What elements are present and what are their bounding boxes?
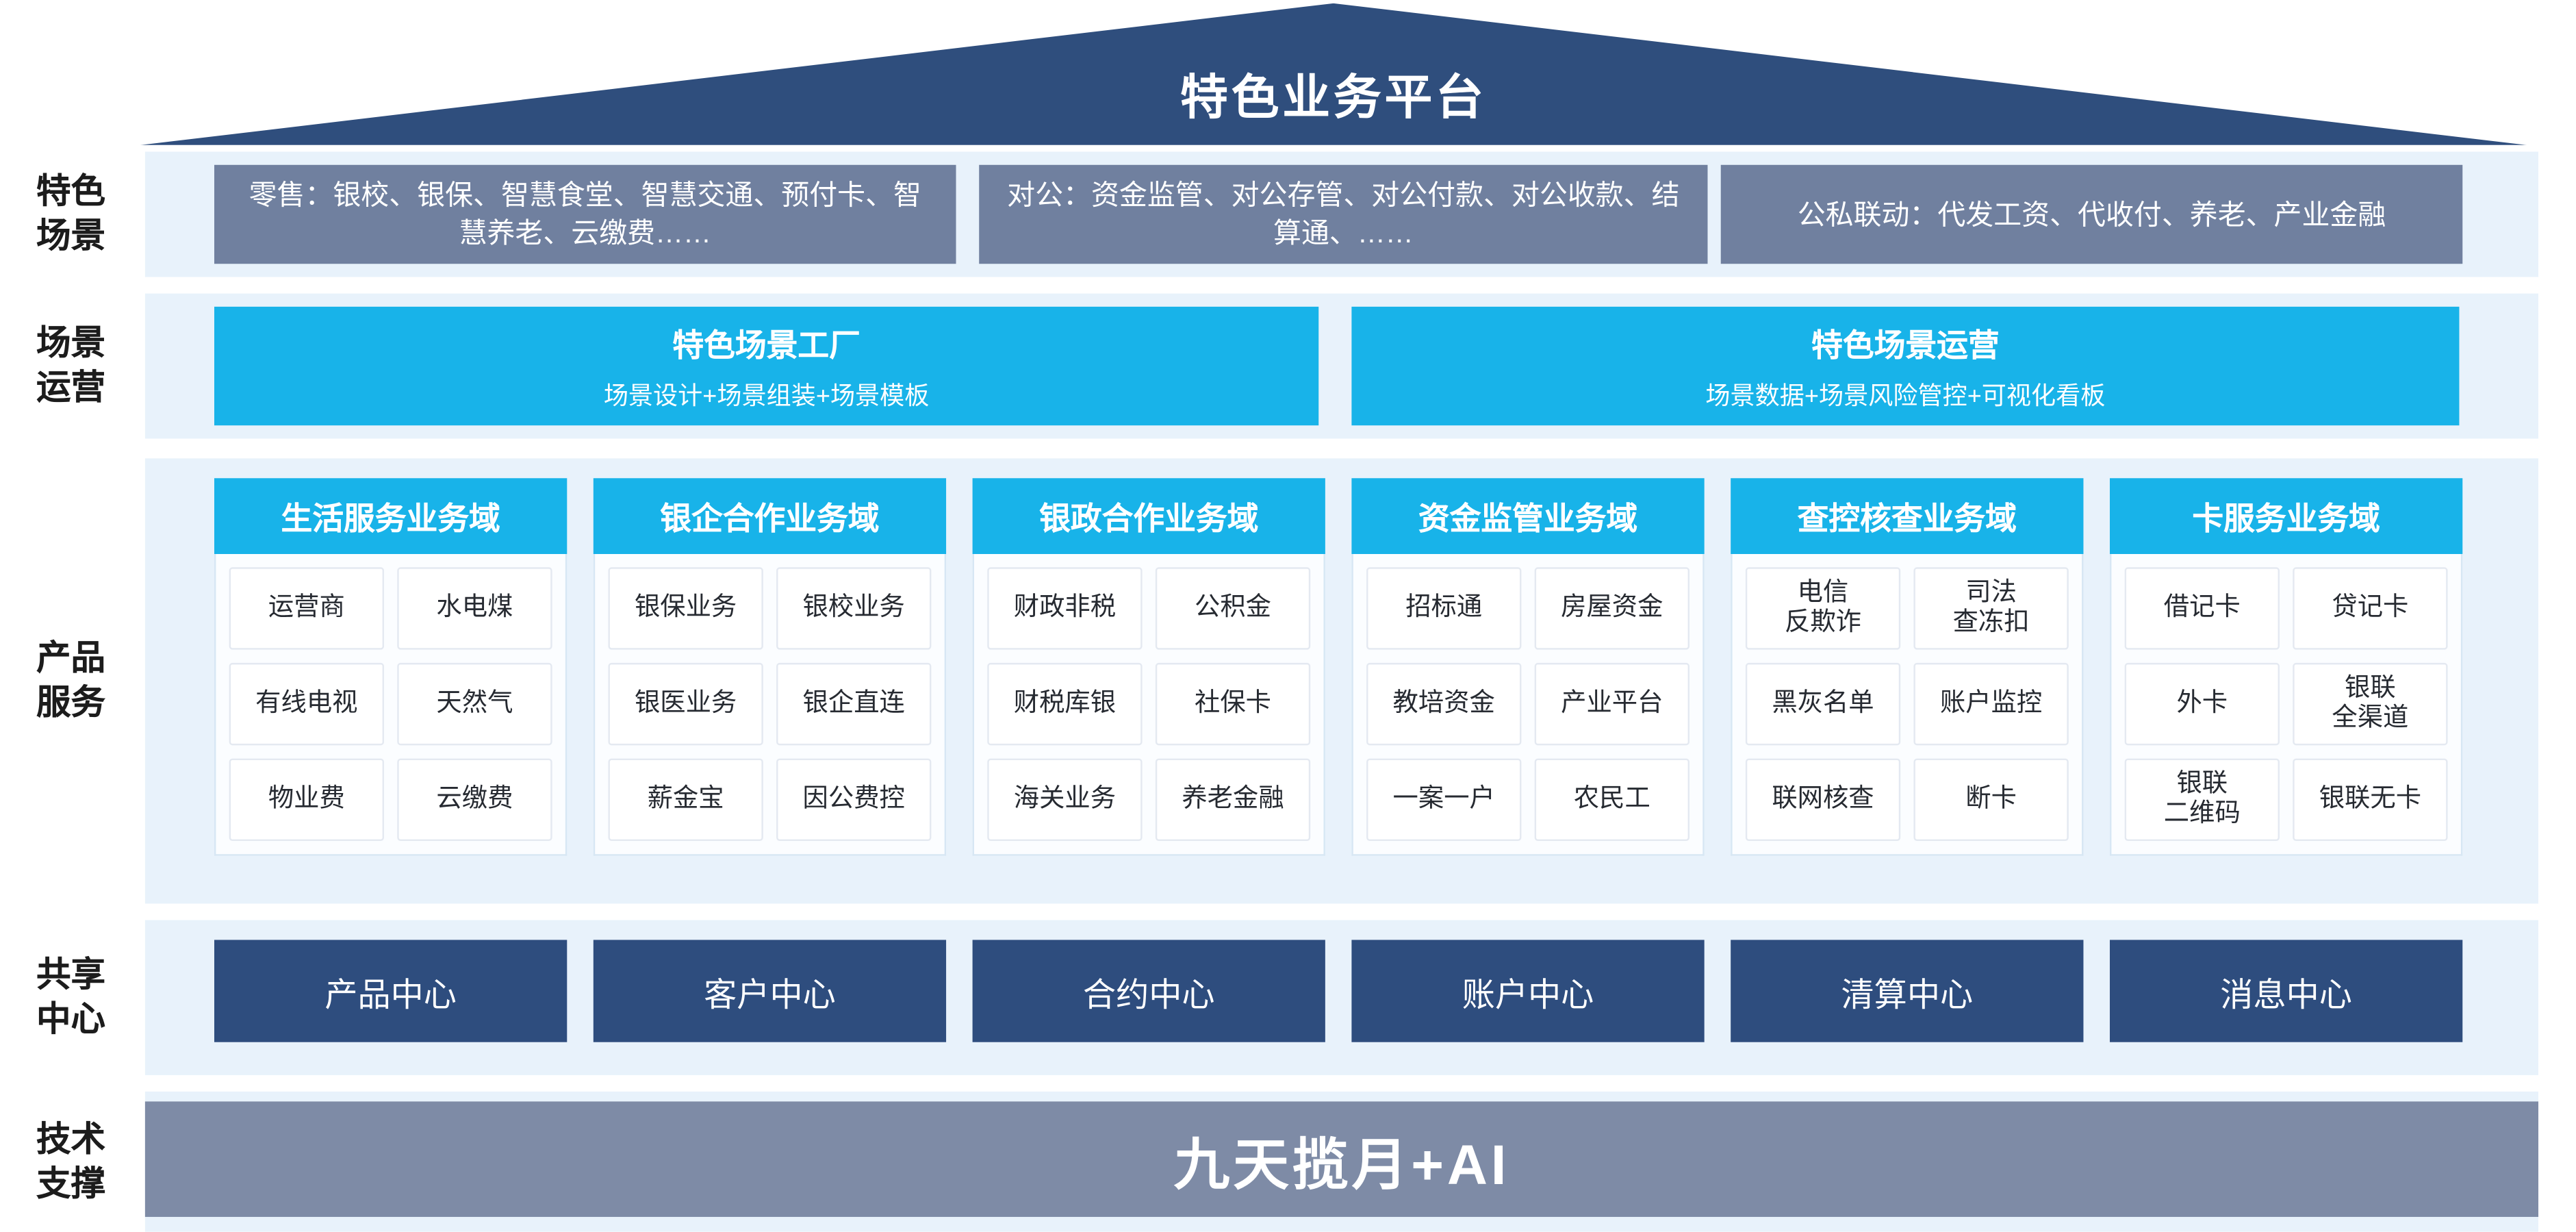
product-item: 电信 反欺诈 <box>1745 567 1901 650</box>
scene-factory-title: 特色场景工厂 <box>672 329 860 364</box>
share-center-message: 消息中心 <box>2109 940 2463 1042</box>
product-item: 银保业务 <box>608 567 763 650</box>
product-item: 物业费 <box>229 758 385 841</box>
product-item: 账户监控 <box>1913 662 2069 746</box>
side-label-tech: 技术 支撑 <box>0 1092 142 1232</box>
share-center-account: 账户中心 <box>1351 940 1705 1042</box>
product-column-header: 资金监管业务域 <box>1351 478 1705 555</box>
product-column-header: 生活服务业务域 <box>214 478 568 555</box>
product-column-bank-government: 银政合作业务域 财政非税 公积金 财税库银 社保卡 海关业务 养老金融 <box>972 478 1325 856</box>
product-item: 断卡 <box>1913 758 2069 841</box>
scene-box-retail: 零售：银校、银保、智慧食堂、智慧交通、预付卡、智慧养老、云缴费…… <box>214 164 956 264</box>
product-item: 公积金 <box>1155 567 1311 650</box>
product-item: 财政非税 <box>987 567 1143 650</box>
scene-operation-title: 特色场景运营 <box>1811 329 2000 364</box>
side-label-line: 支撑 <box>36 1165 106 1203</box>
product-column-check-verification: 查控核查业务域 电信 反欺诈 司法 查冻扣 黑灰名单 账户监控 联网核查 断卡 <box>1731 478 2084 856</box>
side-label-products: 产品 服务 <box>0 458 142 903</box>
side-label-line: 产品 <box>36 640 106 678</box>
product-column-header: 查控核查业务域 <box>1731 478 2084 555</box>
product-column-body: 借记卡 贷记卡 外卡 银联 全渠道 银联 二维码 银联无卡 <box>2109 554 2463 856</box>
product-item: 因公费控 <box>776 758 932 841</box>
product-item: 社保卡 <box>1155 662 1311 746</box>
product-column-body: 财政非税 公积金 财税库银 社保卡 海关业务 养老金融 <box>972 554 1325 856</box>
product-item: 一案一户 <box>1366 758 1522 841</box>
page-title: 特色业务平台 <box>1179 72 1487 125</box>
product-item: 外卡 <box>2124 662 2280 746</box>
product-column-card-services: 卡服务业务域 借记卡 贷记卡 外卡 银联 全渠道 银联 二维码 银联无卡 <box>2109 478 2463 856</box>
side-label-line: 共享 <box>36 956 106 994</box>
scene-box-linkage: 公私联动：代发工资、代收付、养老、产业金融 <box>1720 164 2463 264</box>
share-center-clearing: 清算中心 <box>1731 940 2084 1042</box>
scene-operation-box: 特色场景运营 场景数据+场景风险管控+可视化看板 <box>1351 306 2460 426</box>
scene-box-corporate: 对公：资金监管、对公存管、对公付款、对公收款、结算通、…… <box>979 164 1708 264</box>
product-item: 银企直连 <box>776 662 932 746</box>
side-label-line: 场景 <box>36 325 106 363</box>
product-item: 银联 二维码 <box>2124 758 2280 841</box>
product-column-header: 银企合作业务域 <box>593 478 947 555</box>
product-item: 有线电视 <box>229 662 385 746</box>
side-label-line: 特色 <box>36 173 106 212</box>
product-item: 运营商 <box>229 567 385 650</box>
side-label-line: 运营 <box>36 369 106 407</box>
roof-banner: 特色业务平台 <box>140 3 2527 145</box>
product-item: 借记卡 <box>2124 567 2280 650</box>
product-item: 教培资金 <box>1366 662 1522 746</box>
scene-operation-subtitle: 场景数据+场景风险管控+可视化看板 <box>1705 381 2106 410</box>
product-column-body: 银保业务 银校业务 银医业务 银企直连 薪金宝 因公费控 <box>593 554 947 856</box>
scene-factory-box: 特色场景工厂 场景设计+场景组装+场景模板 <box>214 306 1319 426</box>
side-label-line: 场景 <box>36 217 106 256</box>
product-item: 养老金融 <box>1155 758 1311 841</box>
side-label-operations: 场景 运营 <box>0 294 142 439</box>
product-column-header: 卡服务业务域 <box>2109 478 2463 555</box>
product-item: 财税库银 <box>987 662 1143 746</box>
product-item: 天然气 <box>397 662 552 746</box>
product-item: 联网核查 <box>1745 758 1901 841</box>
side-label-scenes: 特色 场景 <box>0 152 142 277</box>
product-item: 银联无卡 <box>2293 758 2448 841</box>
product-item: 招标通 <box>1366 567 1522 650</box>
tech-support-box: 九天揽月+AI <box>144 1101 2539 1217</box>
product-item: 海关业务 <box>987 758 1143 841</box>
product-item: 农民工 <box>1534 758 1689 841</box>
share-center-customer: 客户中心 <box>593 940 947 1042</box>
share-center-product: 产品中心 <box>214 940 568 1042</box>
product-column-header: 银政合作业务域 <box>972 478 1325 555</box>
side-label-line: 中心 <box>36 1001 106 1039</box>
product-item: 产业平台 <box>1534 662 1689 746</box>
scene-factory-subtitle: 场景设计+场景组装+场景模板 <box>603 381 930 410</box>
product-item: 贷记卡 <box>2293 567 2448 650</box>
product-column-fund-supervision: 资金监管业务域 招标通 房屋资金 教培资金 产业平台 一案一户 农民工 <box>1351 478 1705 856</box>
side-label-line: 技术 <box>36 1120 106 1159</box>
product-item: 房屋资金 <box>1534 567 1689 650</box>
product-item: 薪金宝 <box>608 758 763 841</box>
share-center-contract: 合约中心 <box>972 940 1325 1042</box>
product-item: 黑灰名单 <box>1745 662 1901 746</box>
product-column-body: 招标通 房屋资金 教培资金 产业平台 一案一户 农民工 <box>1351 554 1705 856</box>
product-column-body: 电信 反欺诈 司法 查冻扣 黑灰名单 账户监控 联网核查 断卡 <box>1731 554 2084 856</box>
product-item: 银医业务 <box>608 662 763 746</box>
product-column-bank-enterprise: 银企合作业务域 银保业务 银校业务 银医业务 银企直连 薪金宝 因公费控 <box>593 478 947 856</box>
side-label-line: 服务 <box>36 684 106 722</box>
product-item: 银联 全渠道 <box>2293 662 2448 746</box>
product-item: 水电煤 <box>397 567 552 650</box>
product-column-body: 运营商 水电煤 有线电视 天然气 物业费 云缴费 <box>214 554 568 856</box>
product-item: 司法 查冻扣 <box>1913 567 2069 650</box>
product-item: 云缴费 <box>397 758 552 841</box>
product-item: 银校业务 <box>776 567 932 650</box>
product-column-life-services: 生活服务业务域 运营商 水电煤 有线电视 天然气 物业费 云缴费 <box>214 478 568 856</box>
side-label-share: 共享 中心 <box>0 920 142 1075</box>
